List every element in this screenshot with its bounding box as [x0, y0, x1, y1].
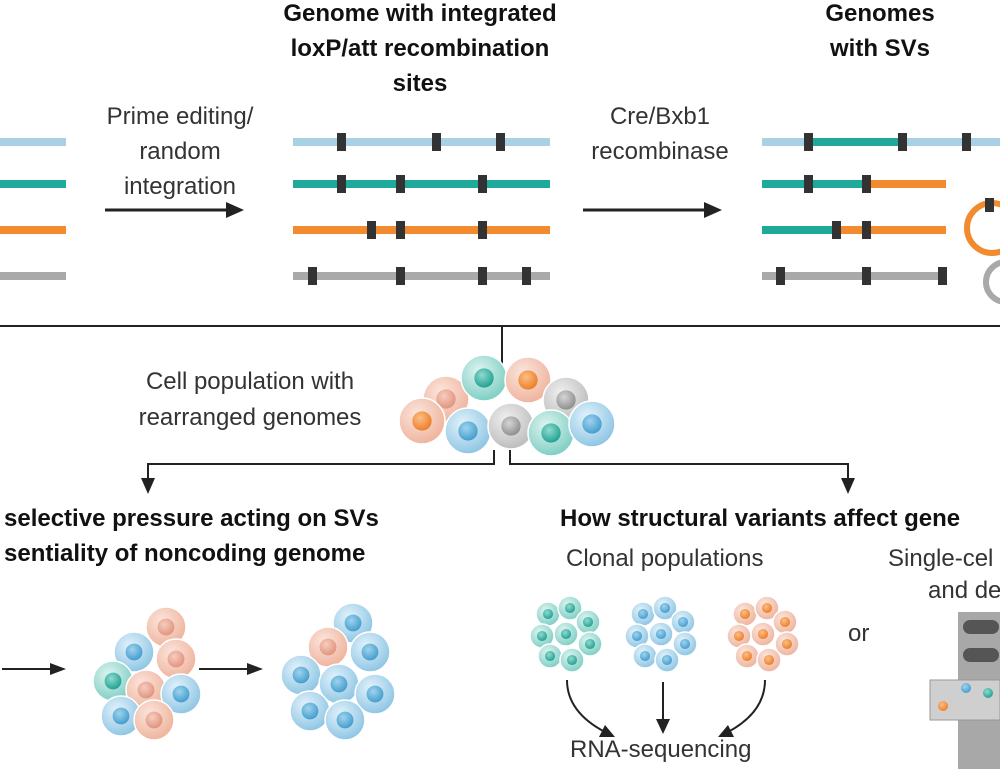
- step2-line1: Cre/Bxb1: [609, 103, 711, 130]
- step1-line1: Prime editing/: [106, 103, 254, 130]
- cell-blue: [349, 631, 391, 673]
- or-label: or: [848, 620, 870, 647]
- left-branch-line2: sentiality of noncoding genome: [4, 540, 366, 567]
- cell-blue: [670, 609, 696, 635]
- cell-orange: [774, 631, 800, 657]
- step2-line2: recombinase: [591, 138, 729, 165]
- cell-blue: [113, 631, 155, 673]
- branch-connector: [147, 450, 849, 478]
- step1-line2: random: [139, 138, 221, 165]
- cell-orange: [756, 647, 782, 673]
- single-cell-line2: and de: [928, 577, 1000, 604]
- cell-blue: [654, 647, 680, 673]
- cell-orange: [732, 601, 758, 627]
- rna-arrowheads: [599, 719, 734, 737]
- rna-arrows: [566, 679, 766, 733]
- left-branch-line1: selective pressure acting on SVs: [4, 505, 379, 532]
- cell-blue: [568, 400, 616, 448]
- selection-arrow-1: [2, 663, 66, 675]
- cell-blue: [444, 407, 492, 455]
- cell-orange: [754, 595, 780, 621]
- branch-arrowhead-right: [841, 478, 855, 494]
- cell-teal: [527, 409, 575, 457]
- cell-blue: [289, 690, 331, 732]
- recombination-sites: [308, 133, 531, 285]
- cell-pink: [133, 699, 175, 741]
- cell-orange: [734, 643, 760, 669]
- cell-blue: [624, 623, 650, 649]
- cell-blue: [354, 673, 396, 715]
- original-genomes: [0, 138, 66, 280]
- cell-teal: [537, 643, 563, 669]
- gray-circle-sv: [983, 259, 1000, 305]
- cell-teal: [553, 621, 579, 647]
- cell-blue: [324, 699, 366, 741]
- right-branch-title: How structural variants affect gene: [560, 505, 961, 532]
- clonal-populations-label: Clonal populations: [566, 545, 764, 572]
- integrated-genomes: [293, 133, 550, 285]
- cell-blue: [632, 643, 658, 669]
- arrow-editing: [105, 202, 244, 218]
- cell-blue: [630, 601, 656, 627]
- cell-teal: [559, 647, 585, 673]
- arrow-recombinase: [583, 202, 722, 218]
- cell-teal: [577, 631, 603, 657]
- cell-orange: [504, 356, 552, 404]
- cell-population-cluster: [398, 354, 616, 457]
- cell-teal: [535, 601, 561, 627]
- cell-orange: [772, 609, 798, 635]
- cell-blue: [160, 673, 202, 715]
- selection-cell-clusters: [92, 602, 396, 741]
- clonal-population-clusters: [529, 595, 800, 673]
- header-svs-line2: with SVs: [829, 35, 931, 62]
- cell-pink: [145, 606, 187, 648]
- cell-orange: [398, 397, 446, 445]
- cell-blue: [652, 595, 678, 621]
- header-integrated-line2: loxP/att recombination: [290, 35, 550, 62]
- cell-blue: [648, 621, 674, 647]
- header-svs-line1: Genomes: [825, 0, 935, 27]
- cell-blue: [100, 695, 142, 737]
- sv-recombination-sites: [776, 133, 994, 285]
- branch-arrowhead-left: [141, 478, 155, 494]
- step1-line3: integration: [123, 173, 237, 200]
- cell-teal: [460, 354, 508, 402]
- population-line1: Cell population with: [145, 368, 355, 395]
- cell-blue: [280, 654, 322, 696]
- selection-arrow-2: [199, 663, 263, 675]
- population-line2: rearranged genomes: [138, 404, 362, 431]
- single-cell-line1: Single-cel: [888, 545, 994, 572]
- cell-pink: [307, 626, 349, 668]
- cell-gray: [487, 402, 535, 450]
- orange-circle-sv: [964, 200, 1000, 256]
- rna-sequencing-label: RNA-sequencing: [570, 736, 752, 763]
- cell-pink: [155, 638, 197, 680]
- cell-teal: [575, 609, 601, 635]
- microfluidic-device: [929, 612, 1000, 769]
- header-integrated-line1: Genome with integrated: [283, 0, 557, 27]
- header-integrated-line3: sites: [392, 70, 448, 97]
- cell-orange: [750, 621, 776, 647]
- sv-genomes: [762, 133, 1000, 305]
- cell-teal: [557, 595, 583, 621]
- cell-blue: [672, 631, 698, 657]
